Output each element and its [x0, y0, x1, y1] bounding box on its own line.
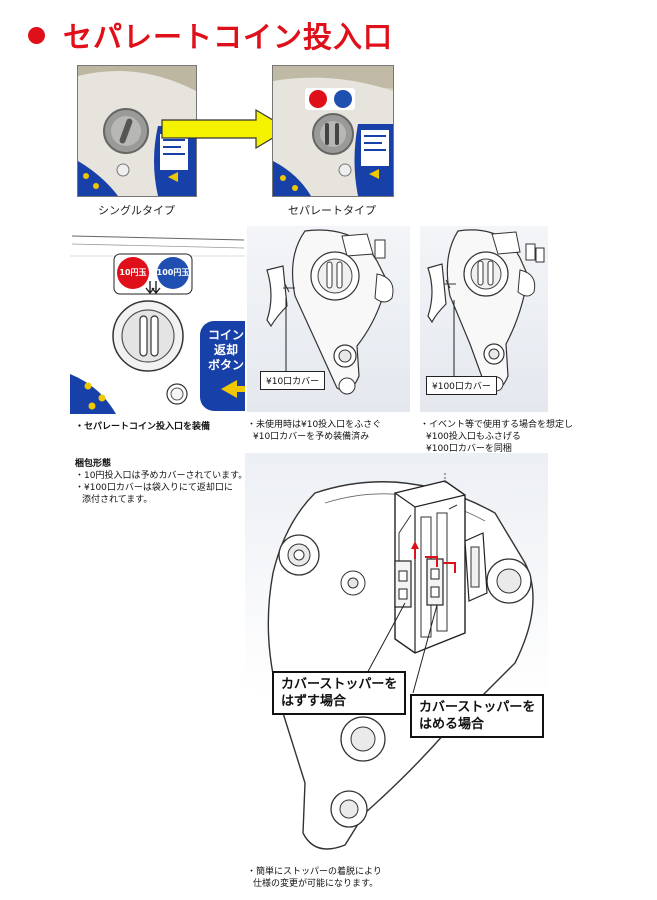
right-note-line3: ¥100口カバーを同梱	[426, 444, 512, 454]
packing-line3: 添付されてます。	[82, 495, 153, 505]
packing-line2: ・¥100口カバーは袋入りにて返却口に	[75, 483, 233, 493]
caption-single-type: シングルタイプ	[98, 204, 175, 217]
callout-attach-line2: はめる場合	[419, 717, 485, 732]
bullet-dot-icon	[28, 27, 45, 44]
packing-heading: 梱包形態	[75, 459, 112, 469]
packing-info: 梱包形態 ・10円投入口は予めカバーされています。 ・¥100口カバーは袋入りに…	[75, 458, 247, 506]
return-label-line1: コイン	[207, 328, 244, 342]
photo-single-type	[77, 65, 197, 197]
yen10-cover-diagram: ¥10口カバー	[247, 226, 410, 412]
callout-attach-stopper: カバーストッパーを はめる場合	[410, 694, 545, 738]
return-label-line2: 返却	[213, 343, 238, 357]
return-label-line3: ボタン	[207, 358, 244, 372]
caption-separate-type: セパレートタイプ	[288, 204, 376, 217]
middle-panel-note: ・未使用時は¥10投入口をふさぐ ¥10口カバーを予め装備済み	[247, 419, 381, 443]
callout-remove-line1: カバーストッパーを	[281, 677, 398, 692]
page-title-text: セパレートコイン投入口	[63, 20, 394, 54]
yen10-cover-label: ¥10口カバー	[260, 371, 326, 390]
callout-remove-line2: はずす場合	[281, 694, 347, 709]
front-panel-illustration: 10円玉 100円玉 コイン 返却 ボタン	[70, 226, 245, 414]
sticker-10yen-label: 10円玉	[119, 268, 147, 277]
right-panel-note: ・イベント等で使用する場合を想定し ¥100投入口もふさげる ¥100口カバーを…	[420, 419, 573, 455]
yen100-cover-diagram: ¥100口カバー	[420, 226, 548, 412]
bottom-note-line2: 仕様の変更が可能になります。	[253, 879, 379, 889]
return-button-label: コイン 返却 ボタン	[204, 328, 245, 373]
left-panel-note: ・セパレートコイン投入口を装備	[75, 421, 210, 433]
bottom-note-line1: ・簡単にストッパーの着脱により	[247, 867, 382, 877]
stopper-diagram	[245, 453, 548, 858]
callout-attach-line1: カバーストッパーを	[419, 700, 536, 715]
callout-remove-stopper: カバーストッパーを はずす場合	[272, 671, 407, 715]
middle-note-line2: ¥10口カバーを予め装備済み	[253, 432, 370, 442]
middle-note-line1: ・未使用時は¥10投入口をふさぐ	[247, 420, 382, 430]
bottom-note: ・簡単にストッパーの着脱により 仕様の変更が可能になります。	[247, 866, 382, 890]
left-note-text: ・セパレートコイン投入口を装備	[75, 422, 211, 432]
photo-separate-type	[272, 65, 394, 197]
packing-line1: ・10円投入口は予めカバーされています。	[75, 471, 248, 481]
page-title: セパレートコイン投入口	[28, 14, 393, 56]
right-note-line1: ・イベント等で使用する場合を想定し	[420, 420, 574, 430]
sticker-100yen-label: 100円玉	[156, 268, 190, 277]
right-note-line2: ¥100投入口もふさげる	[426, 432, 521, 442]
yen100-cover-label: ¥100口カバー	[426, 376, 497, 395]
